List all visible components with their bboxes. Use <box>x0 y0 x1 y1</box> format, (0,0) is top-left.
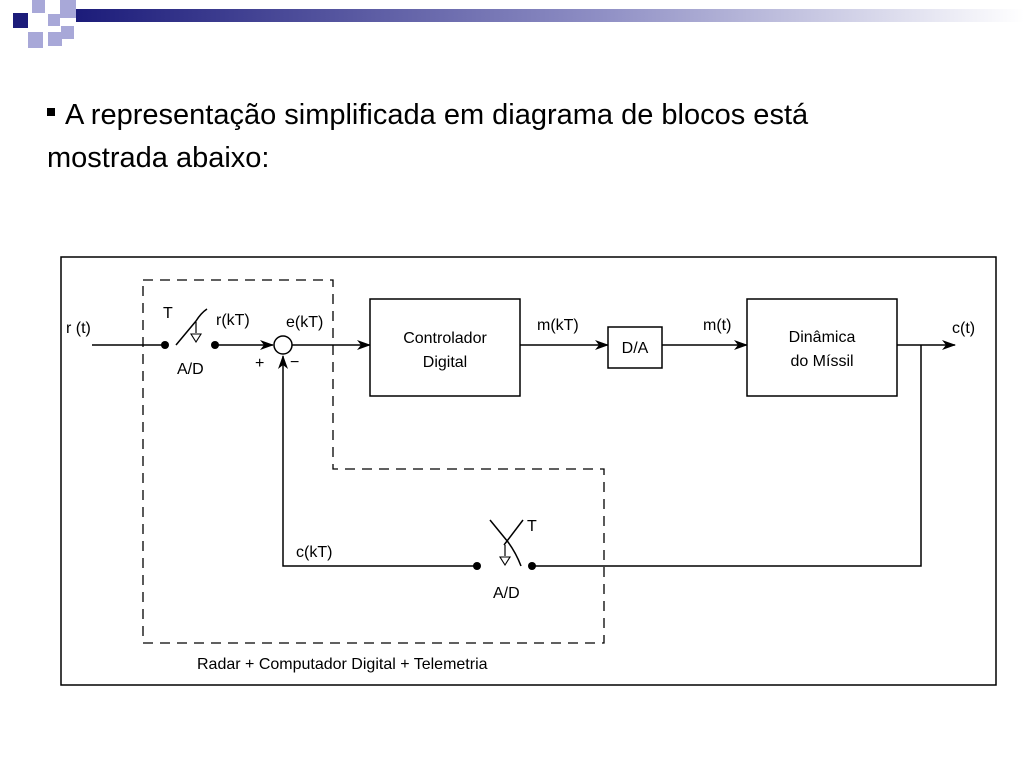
plant-label-line2: do Míssil <box>790 353 853 370</box>
sampler-bottom-period: T <box>527 518 537 535</box>
plant-block <box>746 298 898 397</box>
sampler-top-switch-icon <box>175 308 208 346</box>
sampler-bottom-right-node <box>528 562 536 570</box>
bullet-text-line1: A representação simplificada em diagrama… <box>65 99 809 131</box>
sampler-top-triangle-icon <box>190 333 202 344</box>
summing-minus-sign: − <box>290 354 299 371</box>
sampler-top-left-node <box>161 341 169 349</box>
controller-label-line2: Digital <box>423 354 467 371</box>
sampler-bottom-switch-arm <box>503 519 524 546</box>
feedback-line-right <box>532 345 922 567</box>
sampler-top-period: T <box>163 305 173 322</box>
signal-error-label: e(kT) <box>286 314 323 331</box>
sampler-top-label: A/D <box>177 361 204 378</box>
slide-header-decoration <box>13 0 1024 48</box>
deco-square <box>48 14 60 26</box>
dashed-region-label: Radar + Computador Digital + Telemetria <box>197 656 488 673</box>
signal-input-label: r (t) <box>66 320 91 337</box>
bullet-paragraph: A representação simplificada em diagrama… <box>47 94 987 180</box>
summing-junction <box>273 335 293 355</box>
deco-square <box>13 13 28 28</box>
dashed-region-boundary <box>142 279 605 644</box>
deco-square <box>32 0 45 13</box>
sampler-bottom-triangle-icon <box>499 556 511 567</box>
sampler-bottom-left-node <box>473 562 481 570</box>
signal-controller-out-label: m(kT) <box>537 317 579 334</box>
signal-feedback-label: c(kT) <box>296 544 332 561</box>
da-block <box>607 326 663 369</box>
da-label: D/A <box>622 340 649 357</box>
bullet-square-icon <box>47 108 55 117</box>
controller-label-line1: Controlador <box>403 330 487 347</box>
plant-label-line1: Dinâmica <box>789 329 856 346</box>
sampler-bottom-switch-icon <box>489 519 522 567</box>
deco-square <box>60 0 76 18</box>
bullet-text-line2: mostrada abaixo: <box>47 142 270 174</box>
controller-block <box>369 298 521 397</box>
signal-da-out-label: m(t) <box>703 317 731 334</box>
deco-square <box>48 32 62 46</box>
feedback-line-left <box>278 355 477 567</box>
signal-output-label: c(t) <box>952 320 975 337</box>
sampler-bottom-label: A/D <box>493 585 520 602</box>
signal-sampled-ref-label: r(kT) <box>216 312 250 329</box>
header-gradient-bar <box>76 9 1024 22</box>
summing-plus-sign: + <box>255 355 264 372</box>
deco-square <box>61 26 74 39</box>
deco-square <box>28 32 43 48</box>
